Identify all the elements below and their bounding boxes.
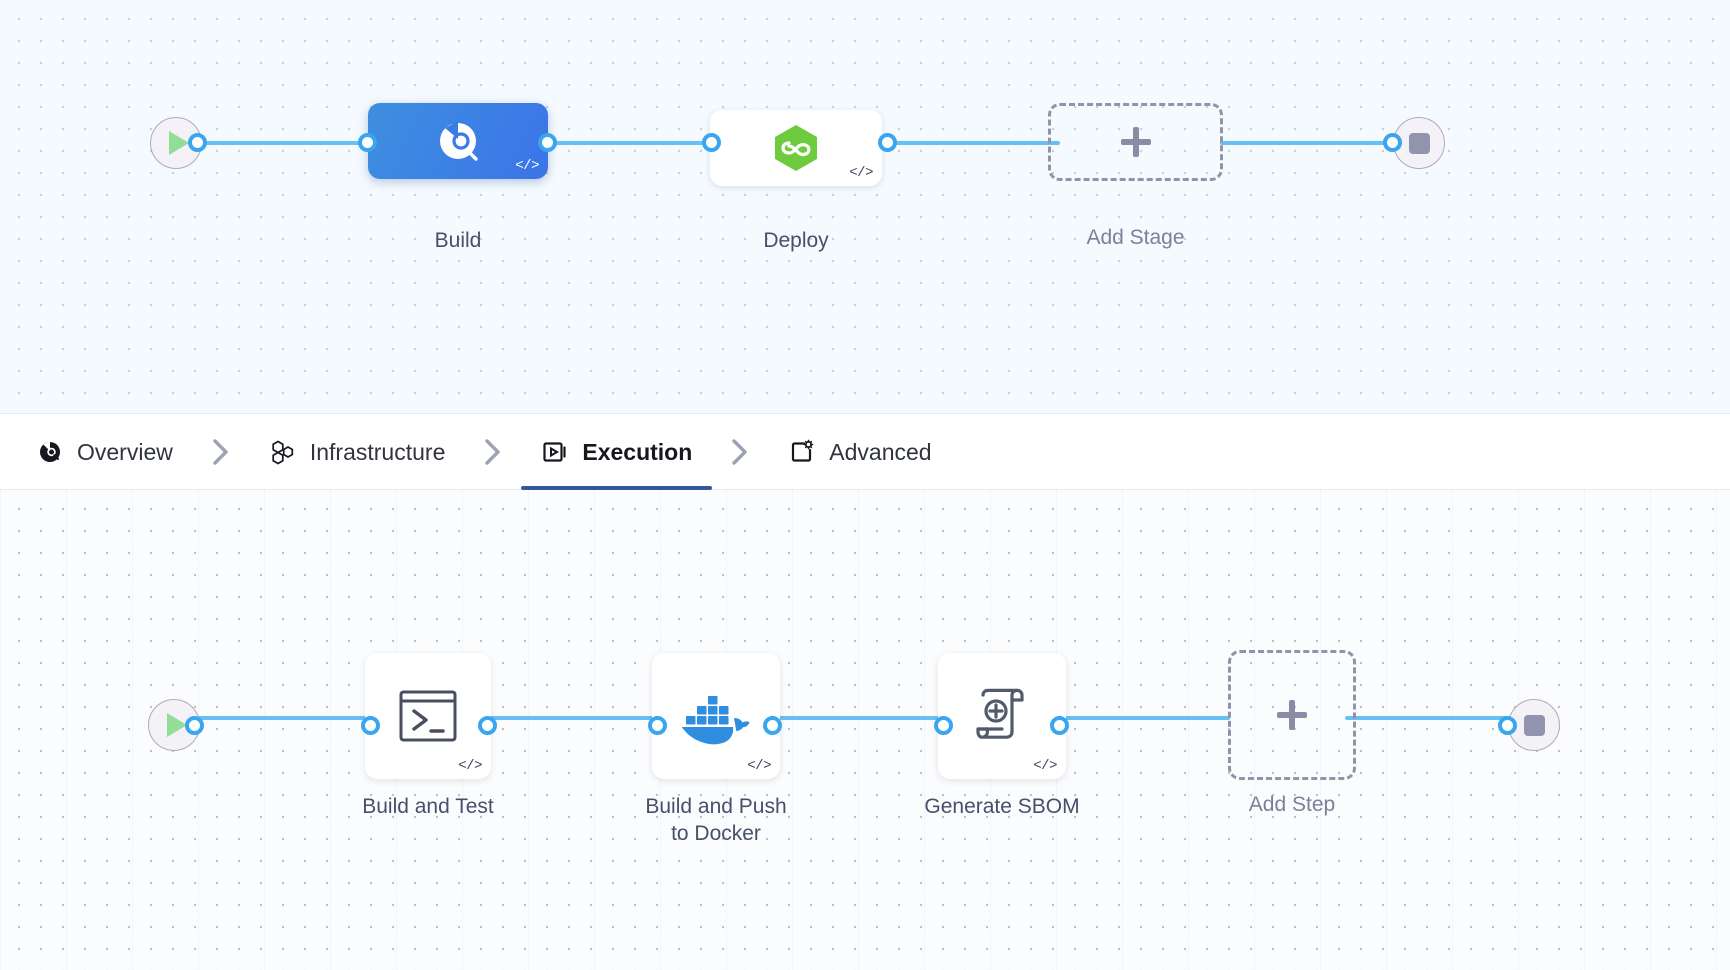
code-badge: </> xyxy=(515,158,539,174)
plus-icon xyxy=(1120,127,1151,157)
execution-start-node[interactable] xyxy=(148,699,200,751)
connector-start-step1 xyxy=(190,716,370,720)
step-node-generate-sbom[interactable]: </> xyxy=(938,653,1066,779)
connector-addstage-end xyxy=(1220,141,1400,145)
port-step2-out[interactable] xyxy=(763,716,782,735)
chevron-right-icon xyxy=(211,437,231,467)
tab-advanced[interactable]: Advanced xyxy=(784,415,935,490)
stage-node-deploy[interactable]: </> xyxy=(710,110,882,186)
port-deploy-out[interactable] xyxy=(878,133,897,152)
scroll-plus-icon xyxy=(976,688,1024,739)
add-stage-label: Add Stage xyxy=(1086,226,1185,249)
port-start-out[interactable] xyxy=(188,133,207,152)
port-deploy-in[interactable] xyxy=(702,133,721,152)
add-step-label: Add Step xyxy=(1248,793,1336,816)
tab-execution[interactable]: Execution xyxy=(521,415,713,490)
harness-overview-icon xyxy=(36,438,64,466)
connector-deploy-addstage xyxy=(880,141,1060,145)
box-gear-icon xyxy=(788,438,816,466)
connector-start-build xyxy=(195,141,380,145)
step-node-build-and-push-to-docker[interactable]: </> xyxy=(652,653,780,779)
stage-label-deploy: Deploy xyxy=(763,229,829,252)
connector-step2-step3 xyxy=(765,716,950,720)
port-step2-in[interactable] xyxy=(648,716,667,735)
connector-step3-addstep xyxy=(1055,716,1230,720)
connector-step1-step2 xyxy=(480,716,665,720)
add-stage-button[interactable] xyxy=(1048,103,1223,181)
port-step1-out[interactable] xyxy=(478,716,497,735)
harness-ci-icon xyxy=(440,121,478,161)
code-badge: </> xyxy=(458,758,482,774)
step-label-generate-sbom: Generate SBOM xyxy=(924,795,1080,818)
stage-label-build: Build xyxy=(434,229,482,252)
stage-config-tabbar: Overview Infrastructure xyxy=(0,415,1730,490)
port-step3-in[interactable] xyxy=(934,716,953,735)
connector-build-deploy xyxy=(540,141,715,145)
play-box-icon xyxy=(541,438,569,466)
tab-label-execution: Execution xyxy=(582,438,693,465)
connector-addstep-end xyxy=(1345,716,1510,720)
chevron-right-icon xyxy=(483,437,503,467)
stage-node-build[interactable]: </> xyxy=(368,103,548,179)
port-exec-end-in[interactable] xyxy=(1498,716,1517,735)
step-node-build-and-test[interactable]: </> xyxy=(365,653,491,779)
tab-label-advanced: Advanced xyxy=(829,438,932,465)
chevron-right-icon xyxy=(730,437,750,467)
port-build-in[interactable] xyxy=(358,133,377,152)
step-label-build-and-test: Build and Test xyxy=(362,795,494,818)
play-icon xyxy=(169,131,189,155)
add-step-button[interactable] xyxy=(1228,650,1356,780)
stop-icon xyxy=(1523,714,1545,736)
port-build-out[interactable] xyxy=(538,133,557,152)
step-canvas[interactable]: </> Build and Test xyxy=(0,490,1730,970)
code-badge: </> xyxy=(747,758,771,774)
stop-icon xyxy=(1408,132,1430,154)
terminal-icon xyxy=(399,690,457,742)
tab-infrastructure[interactable]: Infrastructure xyxy=(265,415,450,490)
tab-label-overview: Overview xyxy=(77,438,173,465)
tab-overview[interactable]: Overview xyxy=(32,415,177,490)
code-badge: </> xyxy=(849,165,873,181)
tab-label-infrastructure: Infrastructure xyxy=(309,438,446,465)
step-label-build-and-push-to-docker: Build and Push to Docker xyxy=(645,795,787,845)
harness-cd-icon xyxy=(775,125,817,171)
port-step3-out[interactable] xyxy=(1050,716,1069,735)
port-step1-in[interactable] xyxy=(361,716,380,735)
stage-canvas[interactable]: </> Build </> Deploy Add Stage xyxy=(0,0,1730,414)
port-end-in[interactable] xyxy=(1383,133,1402,152)
play-icon xyxy=(167,713,187,737)
hexagons-icon xyxy=(269,438,297,466)
code-badge: </> xyxy=(1033,758,1057,774)
docker-icon xyxy=(682,696,750,745)
port-exec-start-out[interactable] xyxy=(185,716,204,735)
plus-icon xyxy=(1277,700,1307,730)
